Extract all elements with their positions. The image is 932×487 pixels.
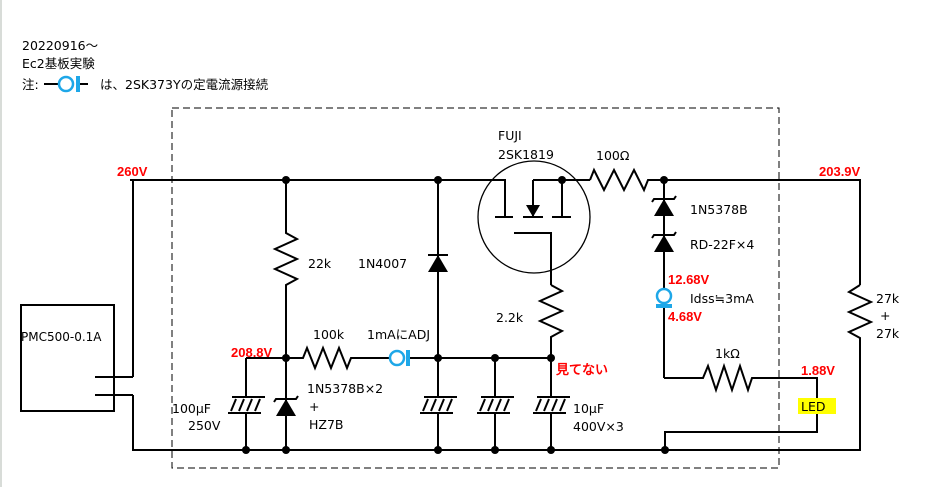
resistor-22k <box>272 180 300 358</box>
junction <box>547 446 555 454</box>
resistor-2-2k <box>537 284 565 358</box>
label-idss: Idss≒3mA <box>690 291 754 306</box>
ccs-horizontal-icon <box>388 349 410 367</box>
label-22k: 22k <box>308 256 332 271</box>
label-27k-a: 27k <box>876 291 900 306</box>
label-cap-250v: 250V <box>188 418 221 433</box>
label-zener-2: HZ7B <box>309 417 344 432</box>
voltage-ccs-bottom: 4.68V <box>668 309 702 324</box>
capacitor-10uf-3 <box>533 358 570 450</box>
resistor-100k <box>286 345 390 371</box>
junction <box>242 446 250 454</box>
resistor-27k-27k <box>846 284 874 385</box>
label-cap-10uf: 10μF <box>573 401 604 416</box>
label-1n4007: 1N4007 <box>358 256 407 271</box>
label-100k: 100k <box>313 327 345 342</box>
power-supply-box <box>20 304 115 412</box>
label-fet-maker: FUJI <box>498 128 522 143</box>
capacitor-10uf-2 <box>477 358 514 450</box>
mosfet-2sk1819 <box>477 160 591 285</box>
label-1k: 1kΩ <box>715 346 740 361</box>
label-100ohm: 100Ω <box>596 148 630 163</box>
junction <box>661 446 669 454</box>
capacitor-10uf-1 <box>420 358 457 450</box>
zener-rd22f <box>651 231 677 252</box>
power-supply-label: PMC500-0.1A <box>21 330 102 344</box>
label-rd22f: RD-22F×4 <box>690 237 754 252</box>
note-prefix: 注: <box>22 77 39 92</box>
junction <box>491 446 499 454</box>
voltage-after-22k: 208.8V <box>231 345 273 360</box>
resistor-1k <box>664 362 818 400</box>
wire-ground-rail <box>132 385 861 451</box>
note-text: は、2SK373Yの定電流源接続 <box>100 77 269 92</box>
zener-stack-left <box>273 358 299 450</box>
wire-led-return <box>664 414 818 450</box>
wire-top-rail <box>132 179 490 377</box>
label-1n5378b: 1N5378B <box>690 202 748 217</box>
resistor-100ohm <box>589 167 861 285</box>
ccs-vertical-icon <box>655 287 673 378</box>
junction <box>434 446 442 454</box>
label-cap-100uf: 100μF <box>172 401 211 416</box>
label-27k-plus: + <box>880 308 890 323</box>
capacitor-100uf <box>228 358 265 450</box>
capacitor-bank <box>420 358 570 450</box>
label-2-2k: 2.2k <box>496 310 524 325</box>
voltage-not-measured: 見てない <box>555 362 608 377</box>
label-fet-part: 2SK1819 <box>498 147 554 162</box>
window-edge <box>0 0 2 487</box>
voltage-led: 1.88V <box>801 363 835 378</box>
board-outline <box>171 107 780 469</box>
label-zener-plus: + <box>309 399 319 414</box>
label-cap-400v: 400V×3 <box>573 419 624 434</box>
label-zener-1: 1N5378B×2 <box>307 381 383 396</box>
voltage-input: 260V <box>117 164 148 179</box>
ccs-legend-icon <box>44 75 88 93</box>
title-label: Ec2基板実験 <box>22 56 95 71</box>
led-highlight <box>798 398 836 414</box>
label-ccs-adj: 1mAにADJ <box>367 327 430 342</box>
label-27k-b: 27k <box>876 326 900 341</box>
date-label: 20220916～ <box>22 38 98 53</box>
voltage-ccs-top: 12.68V <box>668 272 710 287</box>
label-led: LED <box>801 399 826 414</box>
junction <box>282 446 290 454</box>
voltage-output: 203.9V <box>819 164 861 179</box>
diode-1n4007 <box>428 180 448 358</box>
